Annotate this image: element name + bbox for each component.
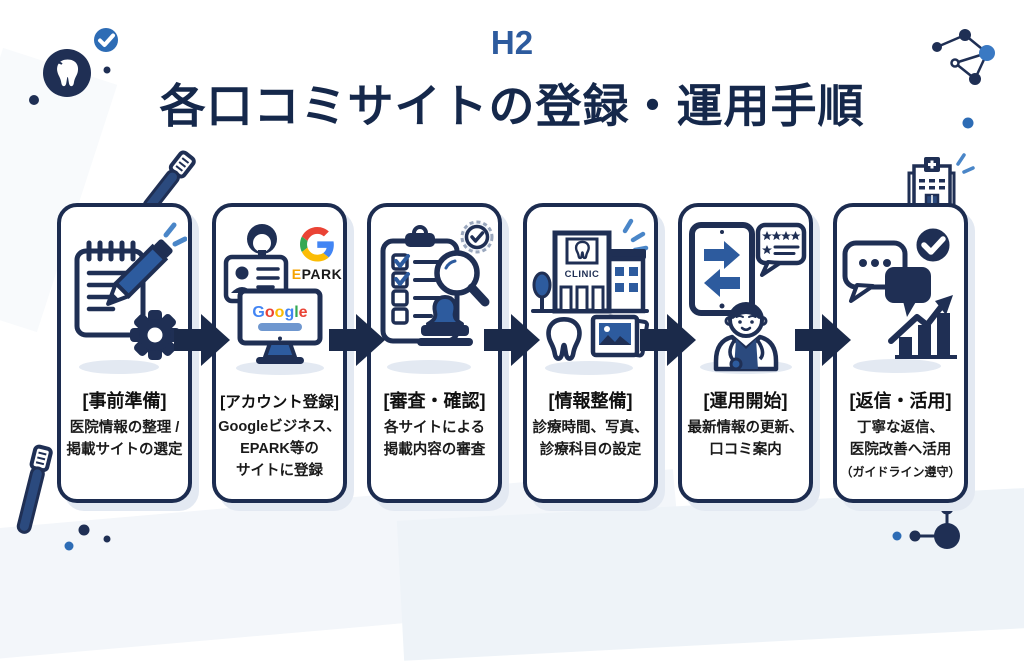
tooth-badge-icon xyxy=(29,28,118,105)
dots-icon xyxy=(64,524,111,551)
step-body: 診療時間、写真、 診療科目の設定 xyxy=(532,420,649,458)
step-card-launch: [運用開始] 最新情報の更新、 口コミ案内 xyxy=(678,203,813,503)
step-heading: [返信・活用] xyxy=(849,391,952,411)
step-card-account: EPARK Google [アカウント登録] Googleビジネス、 EPARK… xyxy=(212,203,347,503)
heading-tag: H2 xyxy=(490,24,534,61)
toothbrush-icon xyxy=(142,150,196,213)
step-card-preparation: [事前準備] 医院情報の整理 / 掲載サイトの選定 xyxy=(57,203,192,503)
page-title: 各口コミサイトの登録・運用手順 xyxy=(159,80,865,132)
google-epark-monitor-icon: EPARK Google xyxy=(217,217,343,385)
step-card-reply: [返信・活用] 丁寧な返信、 医院改善へ活用 （ガイドライン遵守） xyxy=(833,203,968,503)
hospital-icon xyxy=(907,153,975,208)
step-body: 最新情報の更新、 口コミ案内 xyxy=(687,420,804,458)
network-icon xyxy=(932,29,995,85)
step-arrow-icon xyxy=(484,314,540,366)
step-heading: [事前準備] xyxy=(82,391,167,411)
step-body: 医院情報の整理 / 掲載サイトの選定 xyxy=(66,420,183,458)
google-wordmark: Google xyxy=(252,304,307,321)
step-heading: [情報整備] xyxy=(548,391,633,411)
google-g-logo xyxy=(299,227,334,262)
clinic-tooth-photos-icon: CLINIC xyxy=(528,217,654,385)
tablet-review-doctor-icon xyxy=(683,217,809,385)
dot-icon xyxy=(962,117,974,129)
step-body: Googleビジネス、 EPARK等の サイトに登録 xyxy=(218,419,341,479)
step-heading: [運用開始] xyxy=(703,391,788,411)
network-icon xyxy=(892,486,960,549)
step-arrow-icon xyxy=(174,314,230,366)
clipboard-magnifier-stamp-icon xyxy=(372,217,498,385)
step-arrow-icon xyxy=(640,314,696,366)
step-body: 各サイトによる 掲載内容の審査 xyxy=(383,420,486,458)
step-arrow-icon xyxy=(329,314,385,366)
step-note: （ガイドライン遵守） xyxy=(840,464,961,479)
epark-logo: EPARK xyxy=(291,266,341,282)
step-body: 丁寧な返信、 医院改善へ活用 xyxy=(849,420,952,458)
step-card-information: CLINIC [情報整備] 診療時間、写真、 診療科目の設定 xyxy=(523,203,658,503)
step-heading: [審査・確認] xyxy=(383,391,486,411)
notepad-pencil-gear-icon xyxy=(62,217,188,385)
step-arrow-icon xyxy=(795,314,851,366)
step-card-review: [審査・確認] 各サイトによる 掲載内容の審査 xyxy=(367,203,502,503)
step-heading: [アカウント登録] xyxy=(220,394,339,411)
clinic-sign-label: CLINIC xyxy=(564,269,599,280)
toothbrush-icon xyxy=(16,444,53,534)
chat-check-chart-icon xyxy=(838,217,964,385)
